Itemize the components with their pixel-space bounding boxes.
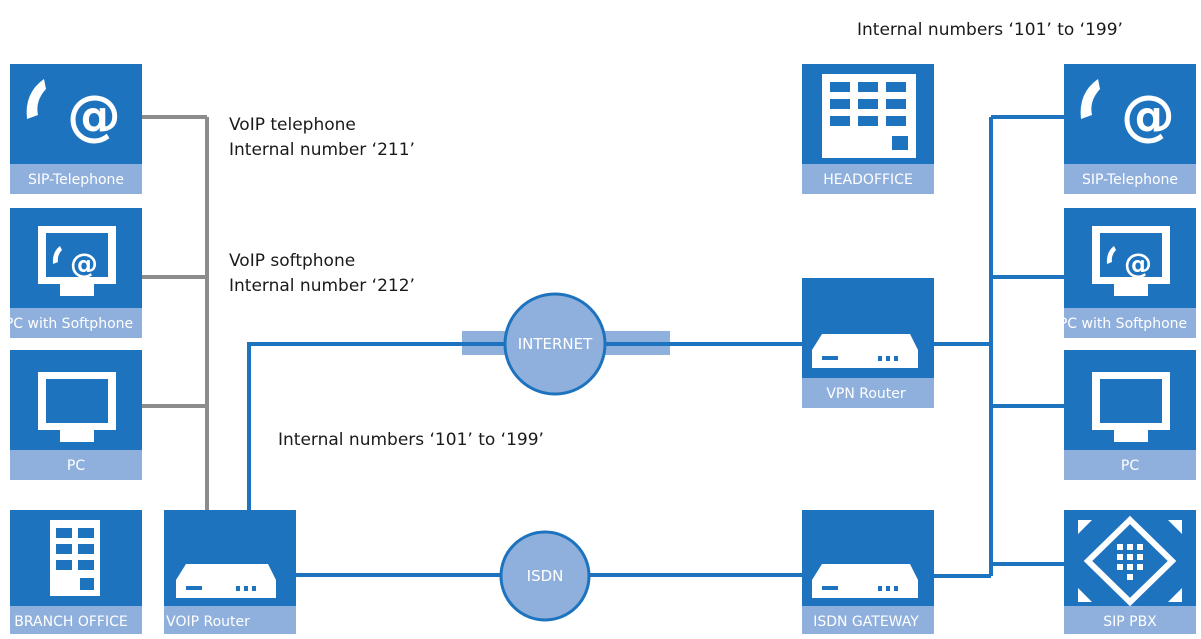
headoffice-label: HEADOFFICE — [823, 172, 913, 188]
monitor-phone-at-icon: @ — [38, 226, 116, 296]
voip-router-tile: VOIP Router — [164, 510, 296, 634]
headoffice-range-note: Internal numbers ‘101’ to ‘199’ — [857, 20, 1123, 40]
branch-pc-tile: PC — [10, 350, 142, 480]
phone-at-icon: @ — [1080, 79, 1175, 147]
branch-office-tile: BRANCH OFFICE — [10, 510, 142, 634]
sip-pbx-label: SIP PBX — [1103, 614, 1157, 630]
sip-pbx-tile: SIP PBX — [1064, 510, 1196, 634]
pbx-icon — [1078, 515, 1182, 607]
internet-cloud: INTERNET — [503, 292, 607, 396]
branch-softphone-pc-tile: @ PC with Softphone — [5, 208, 142, 338]
hq-sip-telephone-label: SIP-Telephone — [1082, 172, 1178, 188]
building-icon — [822, 74, 916, 158]
building-icon — [50, 520, 100, 596]
isdn-label: ISDN — [527, 567, 564, 585]
vpn-router-label: VPN Router — [826, 386, 906, 402]
headoffice-tile: HEADOFFICE — [802, 64, 934, 194]
voip-router-to-internet-line — [247, 342, 505, 512]
svg-text:@: @ — [70, 247, 98, 280]
vpn-router-tile: VPN Router — [802, 278, 934, 408]
hq-sip-telephone-tile: @ SIP-Telephone — [1064, 64, 1196, 194]
branch-lan-lines — [142, 115, 209, 512]
svg-text:@: @ — [1124, 247, 1152, 280]
branch-range-note: Internal numbers ‘101’ to ‘199’ — [278, 430, 544, 450]
router-icon — [812, 564, 918, 598]
softphone-note-line2: Internal number ‘212’ — [229, 276, 415, 296]
hq-softphone-pc-label: PC with Softphone — [1059, 316, 1187, 332]
phone-at-icon: @ — [26, 79, 121, 147]
hq-softphone-pc-tile: @ PC with Softphone — [1059, 208, 1196, 338]
branch-softphone-pc-label: PC with Softphone — [5, 316, 133, 332]
branch-pc-label: PC — [67, 458, 85, 474]
monitor-phone-at-icon: @ — [1092, 226, 1170, 296]
voip-router-label: VOIP Router — [166, 614, 250, 630]
monitor-icon — [1092, 372, 1170, 442]
hq-pc-tile: PC — [1064, 350, 1196, 480]
svg-text:@: @ — [1121, 84, 1175, 147]
router-icon — [812, 334, 918, 368]
hq-pc-label: PC — [1121, 458, 1139, 474]
branch-office-label: BRANCH OFFICE — [14, 614, 127, 630]
router-icon — [176, 564, 276, 598]
voip-phone-note-line1: VoIP telephone — [229, 115, 356, 135]
softphone-note-line1: VoIP softphone — [229, 251, 355, 271]
branch-sip-telephone-tile: @ SIP-Telephone — [10, 64, 142, 194]
branch-sip-telephone-label: SIP-Telephone — [28, 172, 124, 188]
voip-phone-note-line2: Internal number ‘211’ — [229, 140, 415, 160]
svg-text:@: @ — [67, 84, 121, 147]
isdn-cloud: ISDN — [499, 530, 591, 622]
internet-label: INTERNET — [518, 335, 593, 353]
monitor-icon — [38, 372, 116, 442]
isdn-gateway-label: ISDN GATEWAY — [813, 614, 919, 630]
isdn-gateway-tile: ISDN GATEWAY — [802, 510, 934, 634]
